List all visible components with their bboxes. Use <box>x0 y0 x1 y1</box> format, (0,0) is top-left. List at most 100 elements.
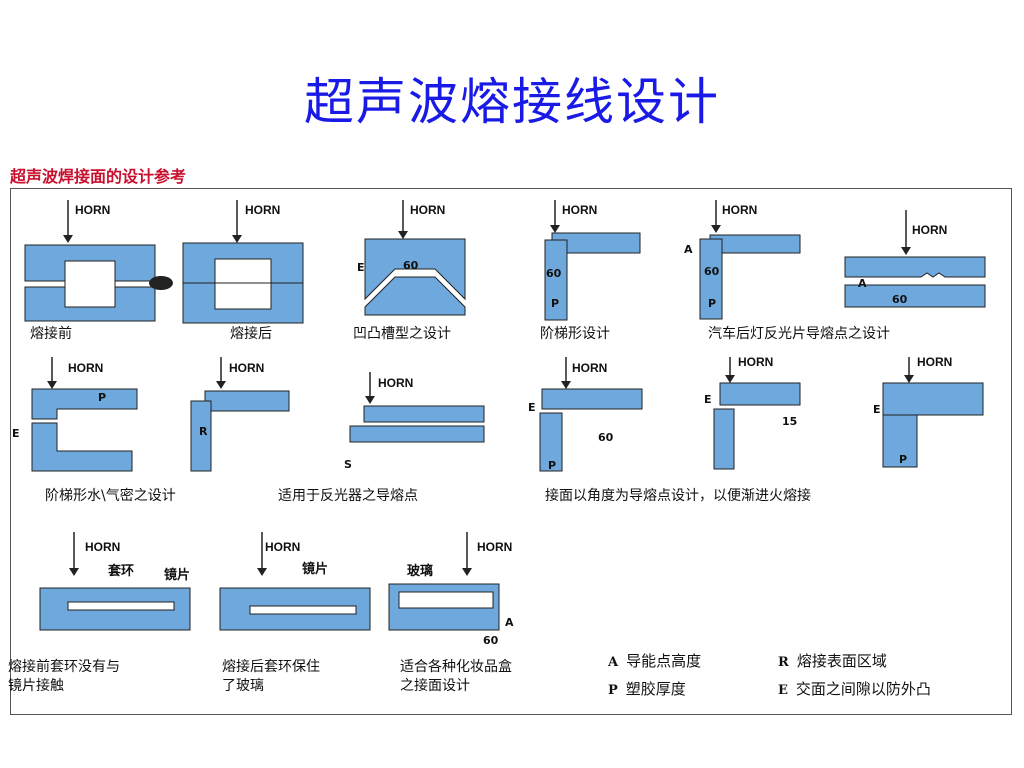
legend-r: R 熔接表面区域 <box>778 650 887 671</box>
legend-text: 塑胶厚度 <box>625 680 686 698</box>
after-welding-drawing <box>149 200 304 324</box>
slide-title: 超声波熔接线设计 <box>304 73 720 131</box>
figure-flat-serrated: HORN S <box>330 370 500 480</box>
dim-p: P <box>899 453 908 466</box>
collar-after-drawing <box>219 532 371 631</box>
serrated-joint-drawing <box>844 210 986 308</box>
figure-after-welding: HORN 熔接后 <box>145 195 310 342</box>
angled-15-drawing <box>713 357 801 470</box>
horn-label: HORN <box>85 540 121 554</box>
dim-e: E <box>873 403 881 416</box>
tongue-groove-drawing <box>364 200 466 316</box>
legend-text: 导能点高度 <box>626 652 702 670</box>
figure-auto-taillight: HORN A 60 P 汽车后灯反光片导熔点之设计 <box>680 195 890 342</box>
horn-label: HORN <box>68 361 104 375</box>
caption-step-joint: 阶梯形设计 <box>540 326 610 342</box>
dim-60: 60 <box>546 267 562 280</box>
diagram-frame <box>10 188 1012 715</box>
dim-p: P <box>551 297 560 310</box>
figure-serrated-joint: HORN A 60 <box>840 205 1000 315</box>
figure-step-joint: HORN 60 P 阶梯形设计 <box>530 195 670 342</box>
legend-key: P <box>608 683 618 698</box>
flat-serrated-drawing <box>349 372 485 443</box>
dim-60: 60 <box>892 293 908 306</box>
dim-15: 15 <box>782 415 798 428</box>
cosmetic-box-drawing <box>388 532 500 631</box>
horn-label: HORN <box>722 203 758 217</box>
figure-reflector-joint: HORN R <box>165 355 295 480</box>
legend-p: P 塑胶厚度 <box>608 678 686 699</box>
step-seal-drawing <box>31 357 138 472</box>
dim-s: S <box>344 458 352 471</box>
horn-label: HORN <box>562 203 598 217</box>
caption-collar-after-1: 熔接后套环保住 <box>222 659 320 675</box>
caption-collar-after-2: 了玻璃 <box>222 678 264 694</box>
caption-cosmetic-box-2: 之接面设计 <box>400 678 470 694</box>
caption-tongue-groove: 凹凸槽型之设计 <box>353 326 451 342</box>
horn-label: HORN <box>572 361 608 375</box>
legend-text: 熔接表面区域 <box>796 652 887 670</box>
horn-label: HORN <box>917 355 953 369</box>
legend-a: A 导能点高度 <box>608 650 701 671</box>
dim-60: 60 <box>403 259 419 272</box>
caption-auto-taillight: 汽车后灯反光片导熔点之设计 <box>708 326 890 342</box>
dim-60: 60 <box>704 265 720 278</box>
horn-label: HORN <box>265 540 301 554</box>
dim-e: E <box>12 427 20 440</box>
angled-joint-drawing <box>539 357 643 472</box>
caption-reflector-joint: 适用于反光器之导熔点 <box>278 488 418 504</box>
dim-e: E <box>704 393 712 406</box>
figure-angled-15: HORN E 15 <box>690 355 820 480</box>
figure-before-welding: HORN 熔接前 <box>20 195 170 342</box>
dim-e: E <box>528 401 536 414</box>
dim-a: A <box>858 277 867 290</box>
angled-cap-drawing <box>882 357 984 468</box>
label-lens: 镜片 <box>164 568 191 583</box>
reflector-joint-drawing <box>190 357 290 472</box>
horn-label: HORN <box>229 361 265 375</box>
horn-label: HORN <box>477 540 513 554</box>
caption-collar-before-1: 熔接前套环没有与 <box>8 659 120 675</box>
legend-key: A <box>608 655 619 670</box>
collar-before-drawing <box>39 532 191 631</box>
horn-label: HORN <box>410 203 446 217</box>
legend-key: R <box>778 655 789 670</box>
horn-label: HORN <box>378 376 414 390</box>
figure-collar-before: HORN 套环 镜片 <box>30 530 200 645</box>
label-collar: 套环 <box>108 564 135 579</box>
figure-angled-joint: HORN E 60 P <box>520 355 650 480</box>
diagram-subtitle: 超声波焊接面的设计参考 <box>10 167 187 186</box>
caption-cosmetic-box-1: 适合各种化妆品盒 <box>400 659 512 675</box>
figure-tongue-groove: HORN E 60 凹凸槽型之设计 <box>345 195 515 342</box>
legend-key: E <box>778 683 788 698</box>
before-welding-drawing <box>24 200 156 322</box>
dim-p: P <box>548 459 557 472</box>
step-joint-drawing <box>544 200 641 321</box>
horn-label: HORN <box>912 223 948 237</box>
horn-label: HORN <box>245 203 281 217</box>
caption-before-welding: 熔接前 <box>30 326 72 342</box>
dim-a: A <box>505 616 514 629</box>
figure-angled-cap: HORN E P <box>865 355 990 480</box>
caption-step-seal: 阶梯形水\气密之设计 <box>45 488 176 504</box>
horn-label: HORN <box>738 355 774 369</box>
figure-cosmetic-box: HORN 玻璃 60 A <box>385 530 555 647</box>
caption-after-welding: 熔接后 <box>230 326 272 342</box>
horn-label: HORN <box>75 203 111 217</box>
dim-p: P <box>98 391 107 404</box>
caption-collar-before-2: 镜片接触 <box>8 678 64 694</box>
legend-text: 交面之间隙以防外凸 <box>795 680 931 698</box>
auto-taillight-drawing <box>699 200 801 320</box>
dim-a: A <box>684 243 693 256</box>
dim-60: 60 <box>598 431 614 444</box>
label-lens: 镜片 <box>302 562 329 577</box>
figure-collar-after: HORN 镜片 <box>210 530 380 645</box>
dim-e: E <box>357 261 365 274</box>
legend-e: E 交面之间隙以防外凸 <box>778 678 931 699</box>
figure-step-seal: HORN P E <box>10 355 140 480</box>
caption-angled-joint: 接面以角度为导熔点设计，以便渐进火熔接 <box>545 488 811 504</box>
dim-p: P <box>708 297 717 310</box>
label-glass: 玻璃 <box>407 564 434 579</box>
dim-r: R <box>199 425 208 438</box>
dim-60: 60 <box>483 634 499 647</box>
